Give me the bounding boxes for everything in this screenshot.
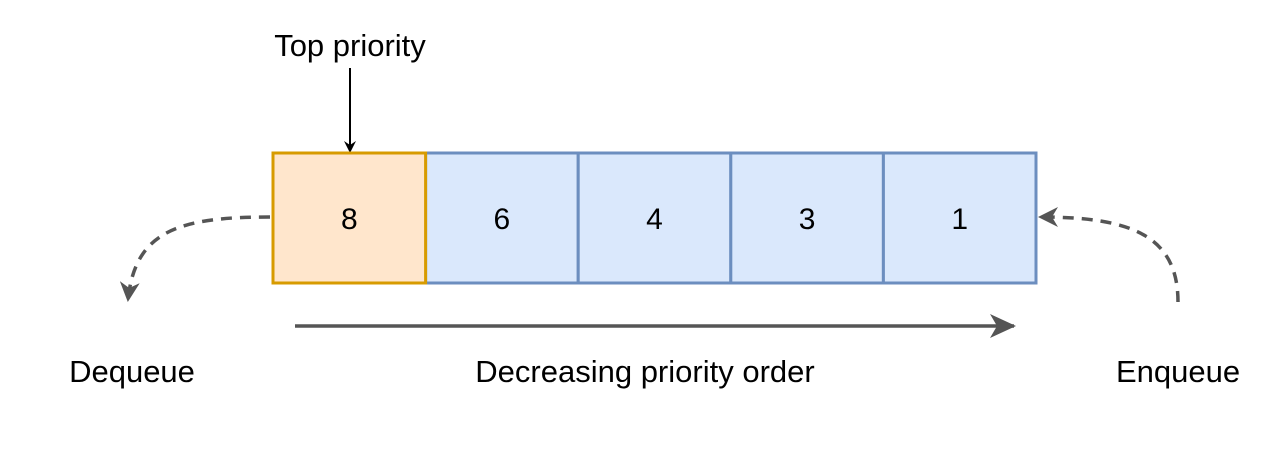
queue-cell: [729, 151, 885, 285]
queue-cells: 8 6 4 3 1: [271, 151, 1038, 285]
queue-cell-value: 8: [341, 203, 358, 236]
queue-cell: [576, 151, 733, 285]
queue-cell-value: 6: [494, 203, 511, 236]
queue-cell-value: 4: [646, 203, 663, 236]
enqueue-label: Enqueue: [1116, 354, 1240, 389]
queue-cell: [881, 151, 1038, 285]
queue-cell-top-priority: [271, 151, 428, 285]
dequeue-arrow: [119, 215, 271, 302]
enqueue-arrow: [1038, 207, 1180, 303]
top-priority-label: Top priority: [274, 28, 426, 63]
queue-cell-value: 1: [951, 203, 968, 236]
queue-cell-value: 3: [799, 203, 816, 236]
dequeue-label: Dequeue: [69, 354, 195, 389]
priority-order-label: Decreasing priority order: [475, 354, 814, 389]
